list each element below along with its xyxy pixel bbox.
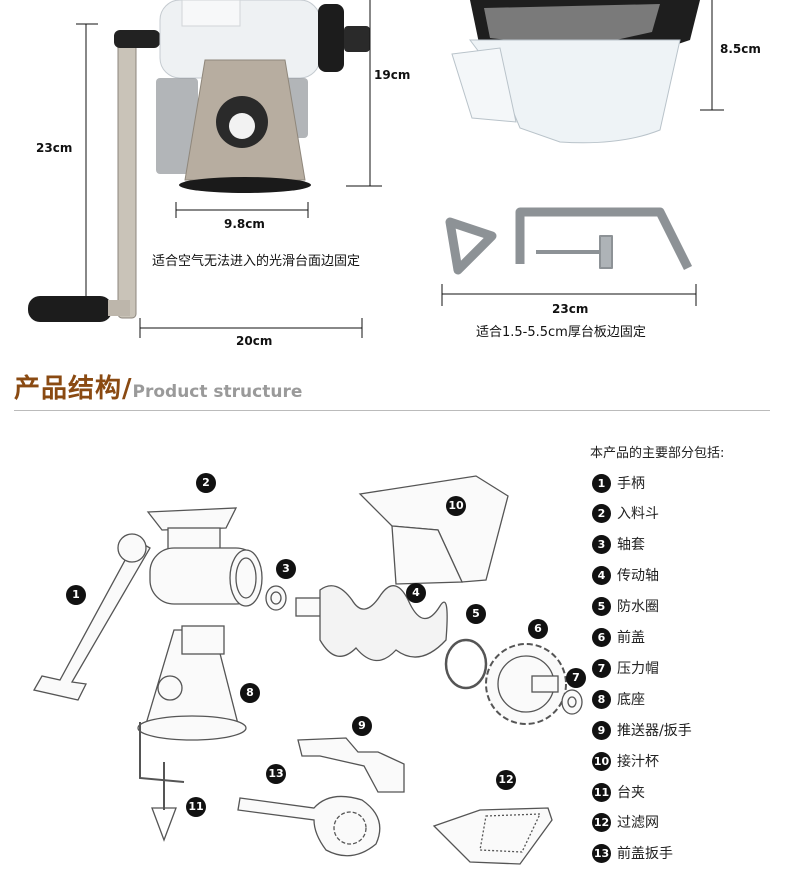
part-pusher-drawing	[297, 737, 405, 793]
part-filter-drawing	[432, 807, 553, 865]
callout-5: 5	[466, 604, 486, 624]
callout-6: 6	[528, 619, 548, 639]
dim-line-23cm-clamp	[441, 284, 697, 306]
part-base-drawing	[137, 625, 247, 741]
product-photos	[28, 0, 724, 338]
part-handle-drawing	[33, 533, 151, 701]
part-front-cover-drawing	[485, 643, 567, 725]
part-bushing-drawing	[265, 585, 287, 611]
table-clamp-photo	[445, 207, 693, 275]
dim-label-base-width: 9.8cm	[224, 217, 265, 231]
callout-1: 1	[66, 585, 86, 605]
callout-12: 12	[496, 770, 516, 790]
juicer-handle-photo	[28, 30, 160, 322]
part-seal-ring-drawing	[444, 638, 488, 690]
section-title: 产品结构/Product structure	[14, 368, 302, 405]
caption-clamp-mount: 适合1.5-5.5cm厚台板边固定	[476, 325, 646, 340]
part-juice-cup-drawing	[358, 475, 509, 585]
callout-7: 7	[566, 668, 586, 688]
caption-suction-mount: 适合空气无法进入的光滑台面边固定	[152, 254, 361, 269]
callout-4: 4	[406, 583, 426, 603]
dim-line-9-8cm	[175, 202, 309, 218]
part-pressure-cap-drawing	[561, 689, 583, 715]
part-clamp-drawing	[139, 722, 185, 842]
callout-13: 13	[266, 764, 286, 784]
part-cover-spanner-drawing	[237, 795, 381, 857]
section-divider	[14, 410, 770, 411]
callout-8: 8	[240, 683, 260, 703]
dim-label-height-body: 19cm	[374, 68, 411, 82]
dim-line-19cm-vertical	[346, 0, 382, 187]
callout-3: 3	[276, 559, 296, 579]
dim-line-20cm	[139, 318, 363, 338]
dim-label-cup-height: 8.5cm	[720, 42, 761, 56]
callout-11: 11	[186, 797, 206, 817]
juicer-body-photo	[156, 0, 370, 193]
dim-label-handle-length: 20cm	[236, 334, 273, 348]
callout-9: 9	[352, 716, 372, 736]
section-title-en: Product structure	[132, 382, 303, 402]
part-auger-drawing	[295, 585, 448, 662]
part-hopper-barrel-drawing	[146, 507, 263, 607]
section-title-zh: 产品结构/	[14, 374, 133, 404]
dim-line-8-5cm	[700, 0, 724, 111]
dim-label-clamp-length: 23cm	[552, 302, 589, 316]
juice-cup-photo	[451, 0, 700, 144]
dim-label-height-total: 23cm	[36, 141, 73, 155]
callout-10: 10	[446, 496, 466, 516]
callout-2: 2	[196, 473, 216, 493]
legend-heading: 本产品的主要部分包括:	[590, 446, 725, 461]
